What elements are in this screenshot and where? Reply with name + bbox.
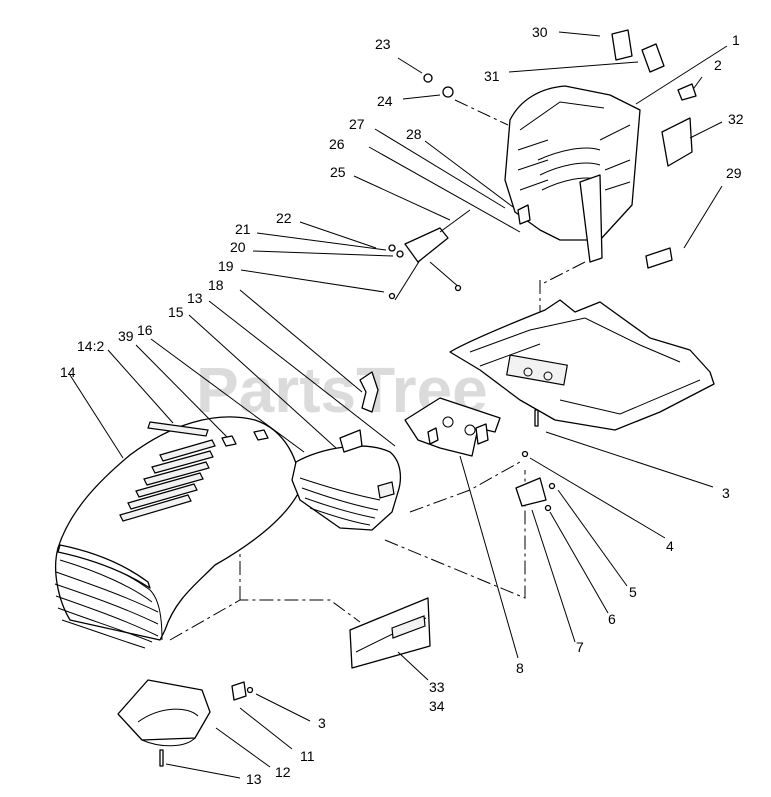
screw-4	[521, 450, 529, 458]
callout-20: 20	[230, 239, 246, 255]
callout-32: 32	[728, 111, 744, 127]
callout-13: 13	[187, 290, 203, 306]
callout-27: 27	[349, 116, 365, 132]
bracket-7	[515, 477, 547, 507]
decal-29	[645, 247, 673, 269]
decal-32	[661, 117, 693, 167]
callout-15: 15	[168, 304, 184, 320]
callout-34: 34	[429, 698, 445, 714]
callout-30: 30	[532, 24, 548, 40]
callout-12: 12	[275, 764, 291, 780]
decal-31	[641, 43, 665, 73]
mount-bracket	[404, 397, 501, 457]
hood-vents	[119, 439, 216, 522]
callout-16: 16	[137, 322, 153, 338]
knob-2	[677, 83, 697, 101]
callout-23: 23	[375, 36, 391, 52]
callout-19: 19	[218, 258, 234, 274]
callout-8: 8	[516, 660, 524, 676]
screw-5	[548, 482, 556, 490]
callout-11: 11	[300, 748, 315, 764]
dash-console	[504, 85, 641, 263]
callout-18: 18	[208, 277, 224, 293]
hood-decal-strip	[147, 421, 209, 437]
front-grille-housing	[291, 429, 402, 531]
callout-25: 25	[330, 164, 346, 180]
callout-14: 14	[60, 364, 76, 380]
callout-3: 3	[318, 715, 326, 731]
hood-assembly	[54, 416, 301, 649]
callout-4: 4	[666, 538, 674, 554]
callout-6: 6	[608, 611, 616, 627]
latch-bracket	[359, 371, 379, 413]
hood-tab-16	[253, 429, 269, 441]
callout-1: 1	[732, 32, 740, 48]
callout-31: 31	[484, 68, 500, 84]
bolt-3	[534, 409, 539, 427]
callout-39: 39	[118, 328, 134, 344]
callout-2: 2	[714, 57, 722, 73]
callout-labels: 1 2 3 3 4 5 6 7 8 11 12 13 13 14 14:2 15…	[60, 24, 744, 787]
side-decal	[349, 597, 431, 669]
cup-holder	[117, 679, 254, 767]
callout-24: 24	[377, 93, 393, 109]
nut-23	[423, 73, 433, 83]
callout-29: 29	[726, 165, 742, 181]
callout-21: 21	[235, 221, 251, 237]
callout-5: 5	[629, 584, 637, 600]
callout-28: 28	[406, 126, 422, 142]
hood-front-lip	[57, 544, 151, 589]
hood-tab-39	[221, 435, 237, 447]
callout-22: 22	[276, 210, 292, 226]
callout-33: 33	[429, 679, 445, 695]
throttle-linkage	[388, 209, 471, 301]
callout-14-2: 14:2	[77, 338, 104, 354]
callout-26: 26	[329, 136, 345, 152]
callout-leader-lines	[69, 31, 728, 779]
callout-7: 7	[576, 639, 584, 655]
decal-30	[611, 29, 633, 61]
hood-grille-slats	[54, 571, 159, 649]
washer-24	[442, 86, 454, 98]
screw-6	[544, 504, 552, 512]
callout-3: 3	[722, 485, 730, 501]
floor-pan	[449, 299, 715, 431]
callout-13: 13	[246, 771, 262, 787]
